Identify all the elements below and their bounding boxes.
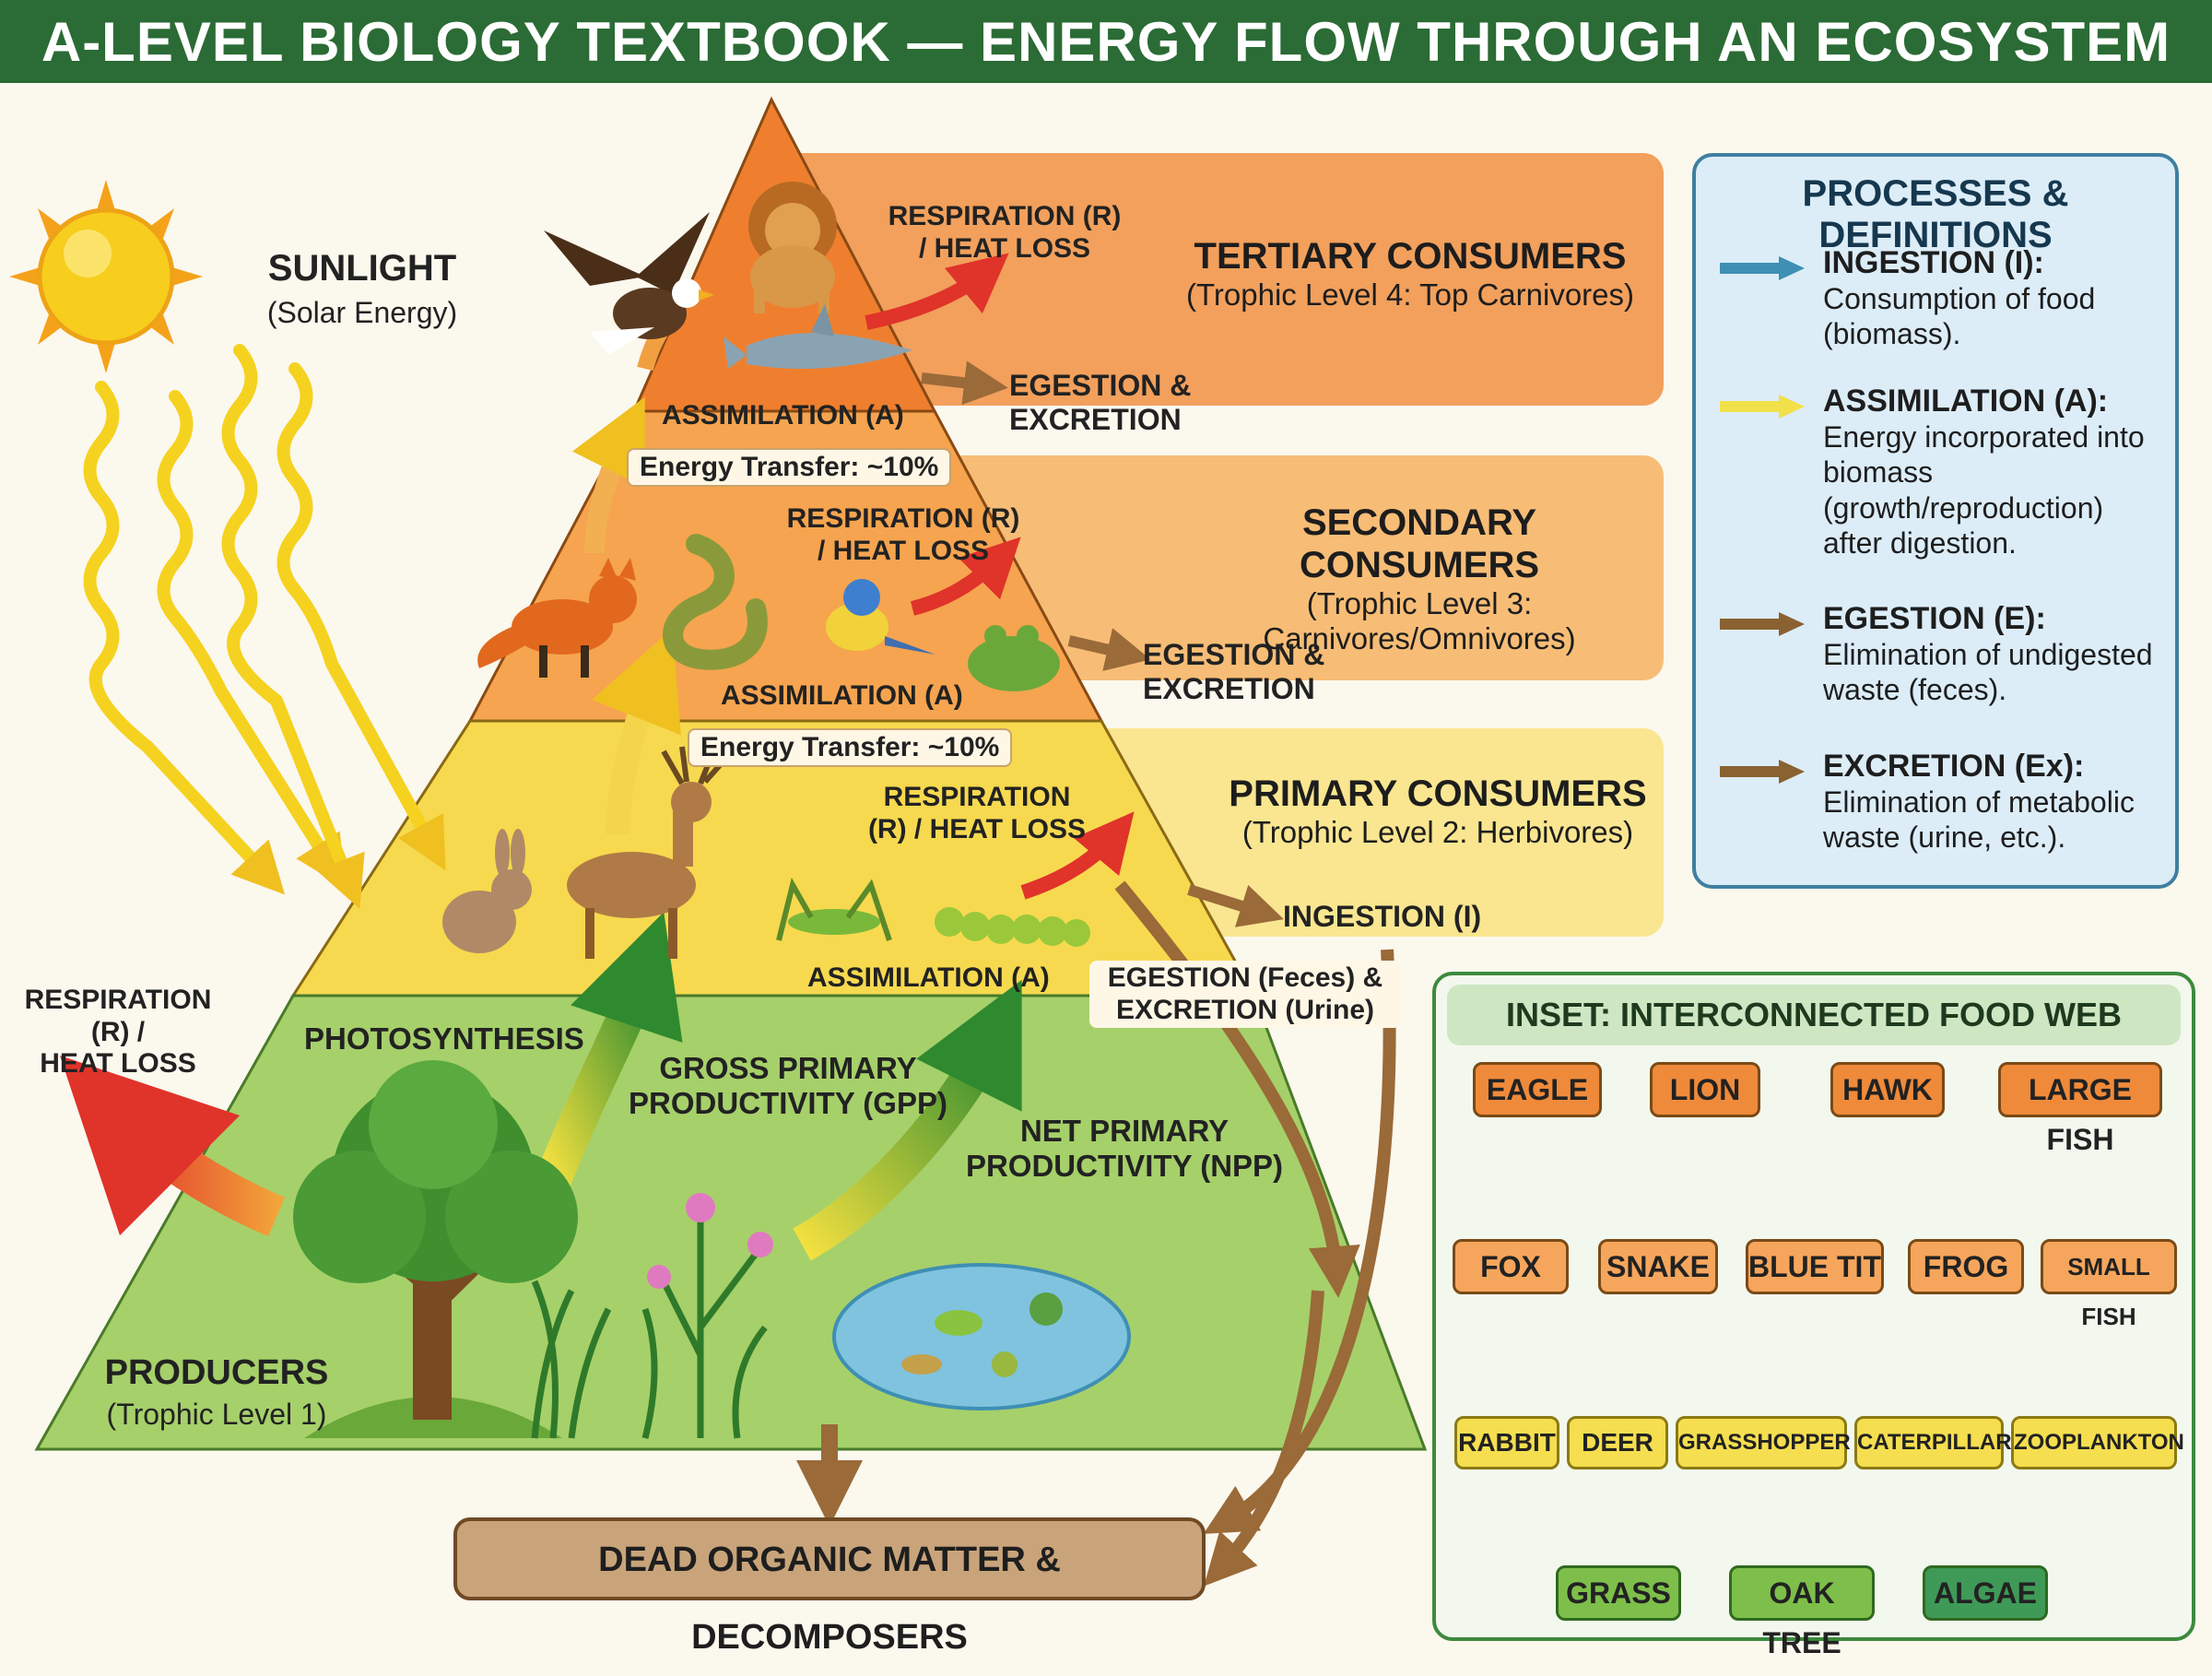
sunlight-title: SUNLIGHT bbox=[267, 248, 457, 289]
web-node-small-fish: SMALL FISH bbox=[2041, 1239, 2177, 1330]
sunlight-label: SUNLIGHT (Solar Energy) bbox=[247, 247, 477, 332]
definition-ingestion: INGESTION (I): Consumption of food (biom… bbox=[1718, 245, 2160, 352]
secondary-heat-arrow bbox=[910, 537, 1021, 616]
producers-title: PRODUCERS (Trophic Level 1) bbox=[104, 1353, 329, 1431]
secondary-consumers-title: SECONDARY CONSUMERS (Trophic Level 3: Ca… bbox=[1263, 502, 1576, 655]
npp-arrow bbox=[793, 979, 1022, 1261]
oak-tree-icon bbox=[293, 1060, 578, 1438]
web-node-snake: SNAKE bbox=[1598, 1239, 1718, 1294]
secondary-egestion-label: EGESTION & EXCRETION bbox=[1143, 638, 1325, 705]
secondary-egestion-arrow bbox=[1067, 628, 1151, 671]
web-node-lion: LION bbox=[1650, 1062, 1760, 1117]
definition-assimilation: ASSIMILATION (A): Energy incorporated in… bbox=[1718, 384, 2160, 561]
web-node-rabbit: RABBIT bbox=[1454, 1416, 1559, 1469]
web-node-zooplankton: ZOOPLANKTON bbox=[2011, 1416, 2184, 1469]
eagle-icon bbox=[544, 212, 714, 355]
sun-icon bbox=[9, 180, 203, 373]
grass-and-flowers-icon bbox=[531, 1217, 768, 1439]
web-node-oak-tree: OAK TREE bbox=[1729, 1565, 1875, 1659]
lion-icon bbox=[748, 182, 837, 313]
sunlight-subtitle: (Solar Energy) bbox=[266, 296, 458, 329]
header-bar: A-LEVEL BIOLOGY TEXTBOOK — ENERGY FLOW T… bbox=[0, 0, 2212, 83]
food-web-inset: INSET: INTERCONNECTED FOOD WEB EAGLE LIO… bbox=[1432, 972, 2195, 1659]
gpp-arrow bbox=[535, 912, 683, 1187]
npp-label: NET PRIMARY PRODUCTIVITY (NPP) bbox=[965, 1114, 1284, 1183]
web-node-large-fish: LARGE FISH bbox=[1998, 1062, 2162, 1156]
primary-energy-transfer-tag: Energy Transfer: ~10% bbox=[688, 728, 1013, 767]
egestion-to-decomposers-arrow bbox=[1114, 880, 1360, 1298]
web-node-grasshopper: GRASSHOPPER bbox=[1676, 1416, 1851, 1469]
ingestion-arrow bbox=[1187, 884, 1284, 927]
web-node-frog: FROG bbox=[1908, 1239, 2024, 1294]
photosynthesis-label: PHOTOSYNTHESIS bbox=[304, 1021, 584, 1056]
blue-tit-icon bbox=[826, 579, 935, 655]
excretion-arrow-icon bbox=[1720, 760, 1805, 784]
egestion-arrow-icon bbox=[1720, 612, 1805, 636]
page-title: A-LEVEL BIOLOGY TEXTBOOK — ENERGY FLOW T… bbox=[41, 10, 2171, 73]
primary-consumers-title: PRIMARY CONSUMERS (Trophic Level 2: Herb… bbox=[1229, 773, 1647, 849]
secondary-assimilation-label: ASSIMILATION (A) bbox=[721, 680, 963, 711]
web-node-grass: GRASS bbox=[1556, 1565, 1681, 1621]
tertiary-band-panel bbox=[756, 153, 1664, 406]
tertiary-consumers-title: TERTIARY CONSUMERS (Trophic Level 4: Top… bbox=[1185, 236, 1635, 312]
web-node-blue-tit: BLUE TIT bbox=[1746, 1239, 1884, 1294]
web-node-hawk: HAWK bbox=[1830, 1062, 1945, 1117]
food-web-title: INSET: INTERCONNECTED FOOD WEB bbox=[1447, 985, 2181, 1045]
producer-respiration-label: RESPIRATION (R) / HEAT LOSS bbox=[24, 985, 212, 1079]
tertiary-egestion-arrow bbox=[921, 360, 1008, 406]
rabbit-icon bbox=[442, 829, 532, 953]
definitions-title: PROCESSES & DEFINITIONS bbox=[1802, 173, 2069, 255]
assimilation-arrow-icon bbox=[1720, 395, 1805, 419]
tertiary-egestion-label: EGESTION & EXCRETION bbox=[1009, 369, 1192, 436]
energy-pyramid-diagram bbox=[9, 96, 2117, 1587]
primary-heat-arrow bbox=[1020, 811, 1135, 900]
deer-icon bbox=[567, 746, 731, 959]
caterpillar-icon bbox=[935, 907, 1090, 947]
definition-excretion: EXCRETION (Ex): Elimination of metabolic… bbox=[1718, 749, 2160, 856]
dead-organic-matter-box: DEAD ORGANIC MATTER & DECOMPOSERS bbox=[453, 1517, 1206, 1657]
snake-icon bbox=[663, 534, 768, 670]
egestion-feces-excretion-label: EGESTION (Feces) & EXCRETION (Urine) bbox=[1089, 961, 1401, 1028]
web-node-algae: ALGAE bbox=[1923, 1565, 2048, 1621]
assimilation-arrow-secondary bbox=[571, 396, 645, 554]
tertiary-respiration-label: RESPIRATION (R) / HEAT LOSS bbox=[888, 201, 1122, 264]
web-node-caterpillar: CATERPILLAR bbox=[1854, 1416, 2012, 1469]
primary-respiration-label: RESPIRATION (R) / HEAT LOSS bbox=[867, 782, 1087, 844]
assimilation-arrow-primary bbox=[592, 628, 681, 835]
ingestion-arrow-icon bbox=[1720, 256, 1805, 280]
definitions-panel: PROCESSES & DEFINITIONS INGESTION (I): C… bbox=[1692, 153, 2179, 889]
grasshopper-icon bbox=[776, 878, 892, 941]
tertiary-heat-arrow bbox=[865, 253, 1009, 330]
producer-heat-loss-arrow bbox=[59, 1055, 286, 1237]
shark-icon bbox=[724, 304, 912, 369]
web-node-deer: DEER bbox=[1567, 1416, 1668, 1469]
secondary-energy-transfer-tag: Energy Transfer: ~10% bbox=[627, 448, 952, 487]
frog-icon bbox=[968, 625, 1060, 691]
definition-egestion: EGESTION (E): Elimination of undigested … bbox=[1718, 601, 2160, 708]
ingestion-label: INGESTION (I) bbox=[1283, 900, 1482, 933]
pond-with-microbes-icon bbox=[832, 1263, 1131, 1410]
gpp-label: GROSS PRIMARY PRODUCTIVITY (GPP) bbox=[629, 1051, 947, 1120]
primary-assimilation-label: ASSIMILATION (A) bbox=[807, 962, 1050, 993]
web-node-fox: FOX bbox=[1453, 1239, 1569, 1294]
web-node-eagle: EAGLE bbox=[1473, 1062, 1602, 1117]
fox-icon bbox=[477, 558, 637, 678]
secondary-respiration-label: RESPIRATION (R) / HEAT LOSS bbox=[786, 503, 1020, 566]
tertiary-assimilation-label: ASSIMILATION (A) bbox=[662, 400, 904, 431]
